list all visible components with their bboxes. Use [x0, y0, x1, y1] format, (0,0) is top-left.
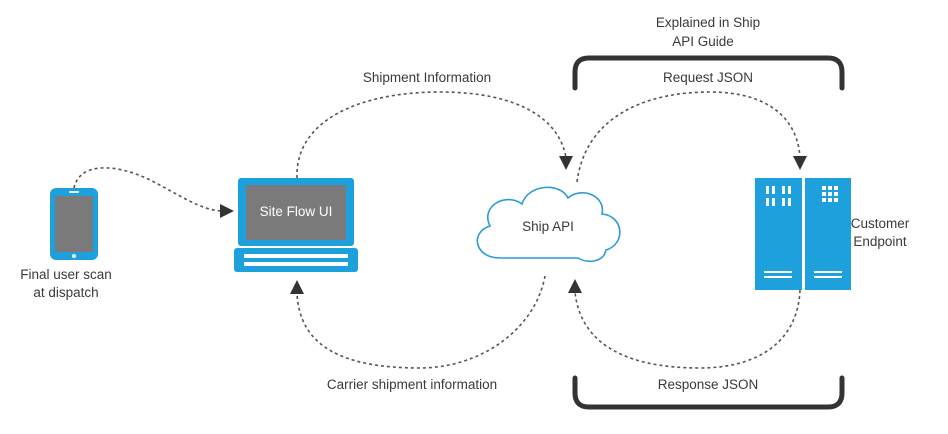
response-json-label: Response JSON	[658, 377, 759, 392]
final-scan-label-line2: at dispatch	[33, 285, 98, 300]
shipapi-to-endpoint-line	[576, 91, 801, 183]
ship-api-label: Ship API	[522, 219, 574, 234]
customer-endpoint-label-line1: Customer	[851, 216, 910, 231]
scan-to-siteflow-line	[73, 167, 223, 212]
explained-label-line1: Explained in Ship	[656, 15, 760, 30]
tablet-icon	[50, 188, 98, 260]
arrowhead-to-endpoint	[793, 156, 807, 170]
carrier-shipment-information-label: Carrier shipment information	[327, 377, 497, 392]
request-json-label: Request JSON	[663, 70, 753, 85]
explained-label-line2: API Guide	[672, 34, 734, 49]
top-bracket	[572, 55, 845, 91]
arrowhead-to-shipapi-bottom	[568, 279, 582, 293]
site-flow-ui-label: Site Flow UI	[260, 204, 333, 219]
bottom-bracket	[572, 375, 845, 410]
shipment-information-label: Shipment Information	[363, 70, 491, 85]
siteflow-to-shipapi-line	[296, 91, 567, 179]
arrowhead-to-shipapi-top	[559, 156, 573, 170]
endpoint-to-shipapi-line	[574, 289, 801, 369]
final-scan-label-line1: Final user scan	[20, 267, 112, 282]
customer-endpoint-label-line2: Endpoint	[853, 234, 907, 249]
shipapi-to-siteflow-line	[296, 275, 546, 369]
cloud-icon	[476, 186, 621, 263]
laptop-icon	[234, 178, 358, 272]
server-icon	[755, 178, 851, 290]
arrowhead-to-siteflow-bottom	[290, 280, 304, 294]
arrowhead-to-siteflow	[220, 204, 234, 218]
